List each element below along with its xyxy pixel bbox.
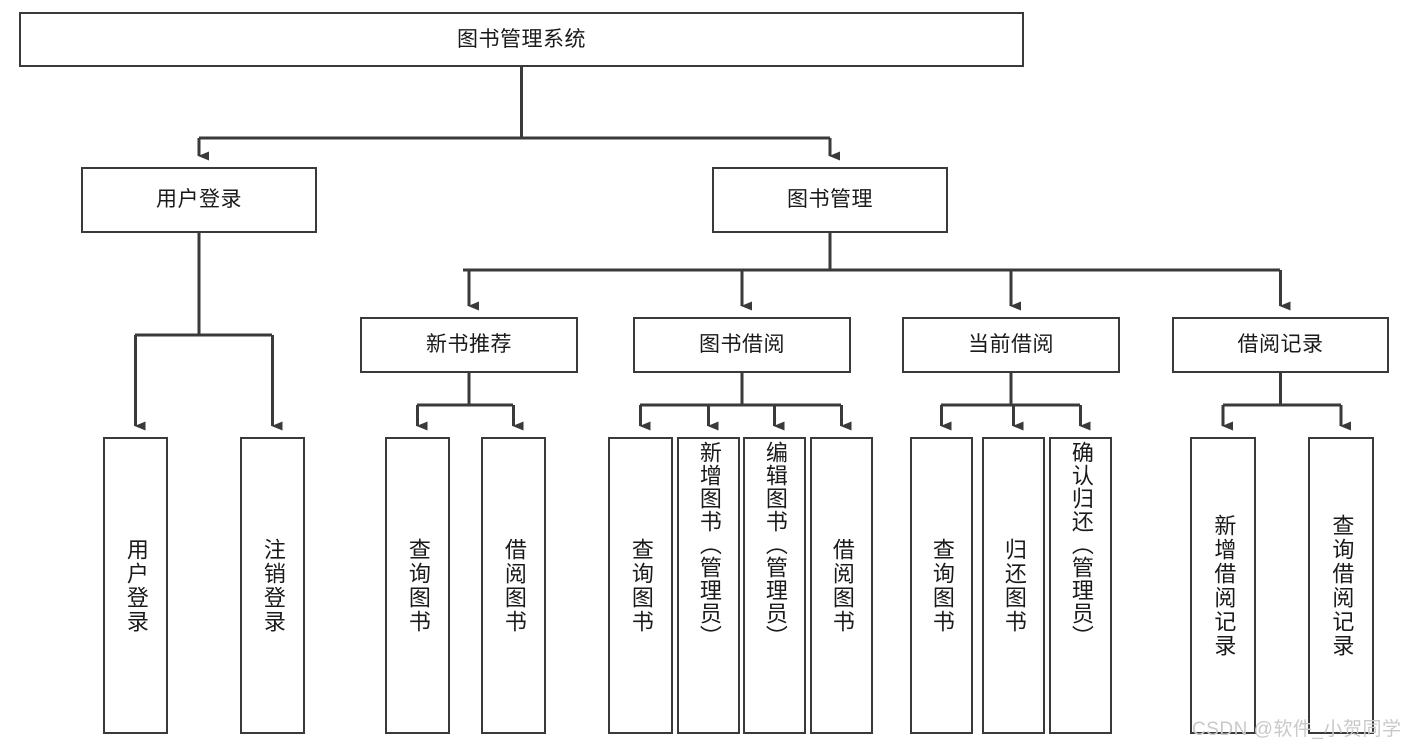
node-label: 借阅图书 [501, 537, 527, 634]
node-label: 归还图书 [1001, 537, 1027, 634]
node-l13[interactable]: 查询借阅记录 [1308, 437, 1374, 734]
node-label: 图书管理系统 [457, 27, 586, 51]
node-label: 确认归还（管理员） [1068, 441, 1094, 648]
node-l8[interactable]: 借阅图书 [810, 437, 873, 734]
node-l1[interactable]: 用户登录 [103, 437, 168, 734]
connector-lines [134, 67, 1351, 431]
node-root[interactable]: 图书管理系统 [19, 12, 1024, 67]
node-records[interactable]: 借阅记录 [1172, 317, 1389, 373]
node-label: 新书推荐 [426, 333, 512, 357]
node-label: 用户登录 [123, 537, 149, 634]
node-l7[interactable]: 编辑图书（管理员） [743, 437, 806, 734]
node-l9[interactable]: 查询图书 [910, 437, 973, 734]
node-label: 查询借阅记录 [1329, 513, 1355, 658]
node-label: 新增图书（管理员） [696, 441, 722, 648]
node-label: 当前借阅 [968, 333, 1054, 357]
node-l2[interactable]: 注销登录 [240, 437, 305, 734]
node-label: 图书借阅 [699, 333, 785, 357]
node-l11[interactable]: 确认归还（管理员） [1049, 437, 1112, 734]
node-borrow[interactable]: 图书借阅 [633, 317, 851, 373]
node-l3[interactable]: 查询图书 [385, 437, 450, 734]
node-current[interactable]: 当前借阅 [902, 317, 1120, 373]
node-label: 查询图书 [929, 537, 955, 634]
node-label: 用户登录 [156, 188, 242, 212]
node-l10[interactable]: 归还图书 [982, 437, 1045, 734]
node-label: 借阅记录 [1237, 333, 1324, 357]
node-label: 新增借阅记录 [1211, 513, 1237, 658]
node-label: 编辑图书（管理员） [762, 441, 788, 648]
node-label: 查询图书 [628, 537, 654, 634]
node-label: 图书管理 [787, 188, 873, 212]
node-l12[interactable]: 新增借阅记录 [1190, 437, 1256, 734]
node-l4[interactable]: 借阅图书 [481, 437, 546, 734]
node-newrec[interactable]: 新书推荐 [360, 317, 578, 373]
node-label: 借阅图书 [829, 537, 855, 634]
node-l5[interactable]: 查询图书 [608, 437, 673, 734]
node-login[interactable]: 用户登录 [81, 167, 317, 233]
node-label: 注销登录 [260, 537, 286, 634]
node-l6[interactable]: 新增图书（管理员） [677, 437, 740, 734]
node-bookmgmt[interactable]: 图书管理 [712, 167, 948, 233]
node-label: 查询图书 [405, 537, 431, 634]
